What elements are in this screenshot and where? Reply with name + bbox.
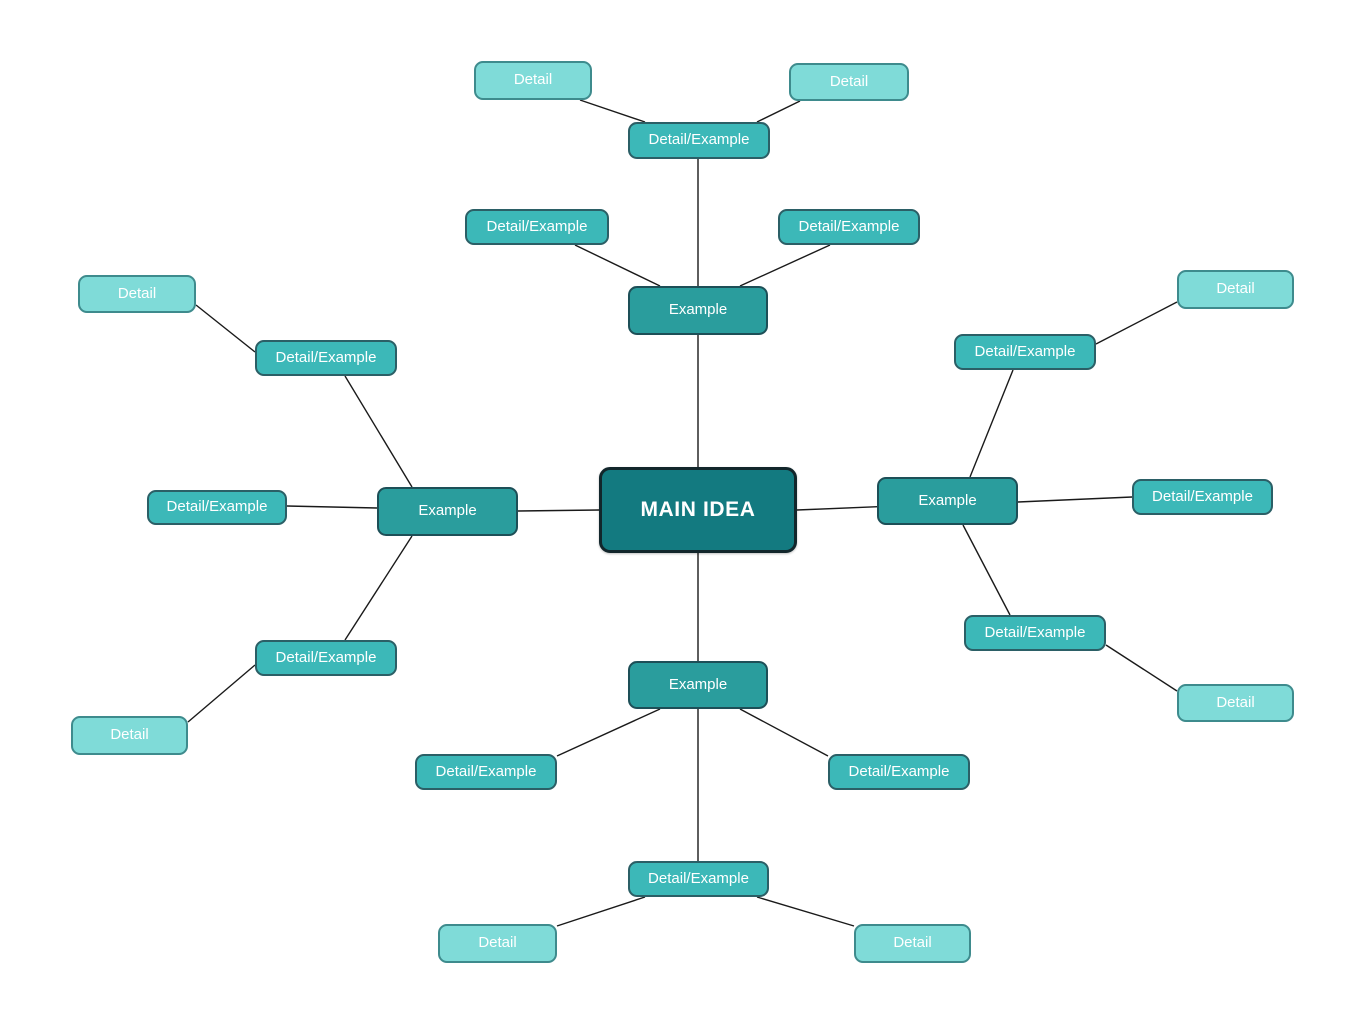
node-label: Detail — [1216, 693, 1255, 711]
node-label: Example — [918, 491, 977, 509]
node-de-top-stem[interactable]: Detail/Example — [628, 122, 770, 159]
node-d-left-bot[interactable]: Detail — [71, 716, 188, 755]
node-d-right-top[interactable]: Detail — [1177, 270, 1294, 309]
connector-line — [517, 509, 600, 512]
node-label: Detail — [1216, 280, 1255, 298]
connector-line — [969, 369, 1014, 478]
node-label: Detail — [478, 934, 517, 952]
node-root[interactable]: MAIN IDEA — [599, 467, 797, 553]
connector-line — [739, 244, 831, 287]
node-de-bot-right[interactable]: Detail/Example — [828, 754, 970, 790]
connector-line — [962, 524, 1011, 616]
node-label: Example — [418, 502, 477, 520]
connector-line — [756, 100, 801, 123]
node-ex-top[interactable]: Example — [628, 286, 768, 335]
node-label: Detail/Example — [648, 131, 750, 149]
node-de-top-right[interactable]: Detail/Example — [778, 209, 920, 245]
node-label: Detail/Example — [486, 217, 588, 235]
connector-line — [344, 535, 413, 641]
node-ex-left[interactable]: Example — [377, 487, 518, 536]
node-label: Detail/Example — [984, 623, 1086, 641]
connector-line — [574, 244, 661, 287]
node-label: Detail/Example — [435, 762, 537, 780]
node-de-left-upper[interactable]: Detail/Example — [255, 340, 397, 376]
node-de-right-mid[interactable]: Detail/Example — [1132, 479, 1273, 515]
node-label: Detail/Example — [275, 648, 377, 666]
node-de-bot-left[interactable]: Detail/Example — [415, 754, 557, 790]
connector-line — [1017, 496, 1133, 503]
node-de-right-upper[interactable]: Detail/Example — [954, 334, 1096, 370]
node-label: MAIN IDEA — [640, 498, 756, 522]
node-ex-bottom[interactable]: Example — [628, 661, 768, 709]
node-de-top-left[interactable]: Detail/Example — [465, 209, 609, 245]
node-label: Detail — [829, 72, 869, 90]
connector-line — [344, 375, 413, 488]
node-label: Detail — [117, 284, 157, 302]
connector-line — [195, 304, 256, 353]
node-de-bot-stem[interactable]: Detail/Example — [628, 861, 769, 897]
node-label: Detail/Example — [1152, 487, 1253, 505]
connector-line — [579, 99, 646, 123]
node-de-right-lower[interactable]: Detail/Example — [964, 615, 1106, 651]
connector-line — [756, 896, 855, 927]
node-de-left-lower[interactable]: Detail/Example — [255, 640, 397, 676]
connector-line — [1095, 301, 1178, 345]
node-label: Detail/Example — [166, 498, 268, 516]
connector-line — [739, 708, 829, 757]
node-d-top-left[interactable]: Detail — [474, 61, 592, 100]
node-d-bot-right[interactable]: Detail — [854, 924, 971, 963]
node-label: Detail — [110, 726, 149, 744]
connector-line — [286, 505, 378, 509]
node-d-top-right[interactable]: Detail — [789, 63, 909, 101]
connector-line — [1105, 644, 1178, 692]
node-d-right-bot[interactable]: Detail — [1177, 684, 1294, 722]
connector-line — [556, 896, 646, 927]
node-label: Example — [668, 675, 728, 693]
node-de-left-mid[interactable]: Detail/Example — [147, 490, 287, 525]
node-d-bot-left[interactable]: Detail — [438, 924, 557, 963]
node-ex-right[interactable]: Example — [877, 477, 1018, 525]
node-label: Detail/Example — [275, 348, 377, 366]
node-label: Example — [668, 301, 728, 319]
node-label: Detail/Example — [974, 342, 1076, 360]
node-d-left-top[interactable]: Detail — [78, 275, 196, 313]
connector-line — [187, 664, 256, 723]
node-label: Detail/Example — [648, 869, 749, 887]
node-label: Detail/Example — [798, 217, 900, 235]
connector-line — [556, 708, 661, 757]
node-label: Detail — [893, 934, 932, 952]
node-label: Detail/Example — [848, 762, 950, 780]
node-label: Detail — [513, 71, 553, 89]
